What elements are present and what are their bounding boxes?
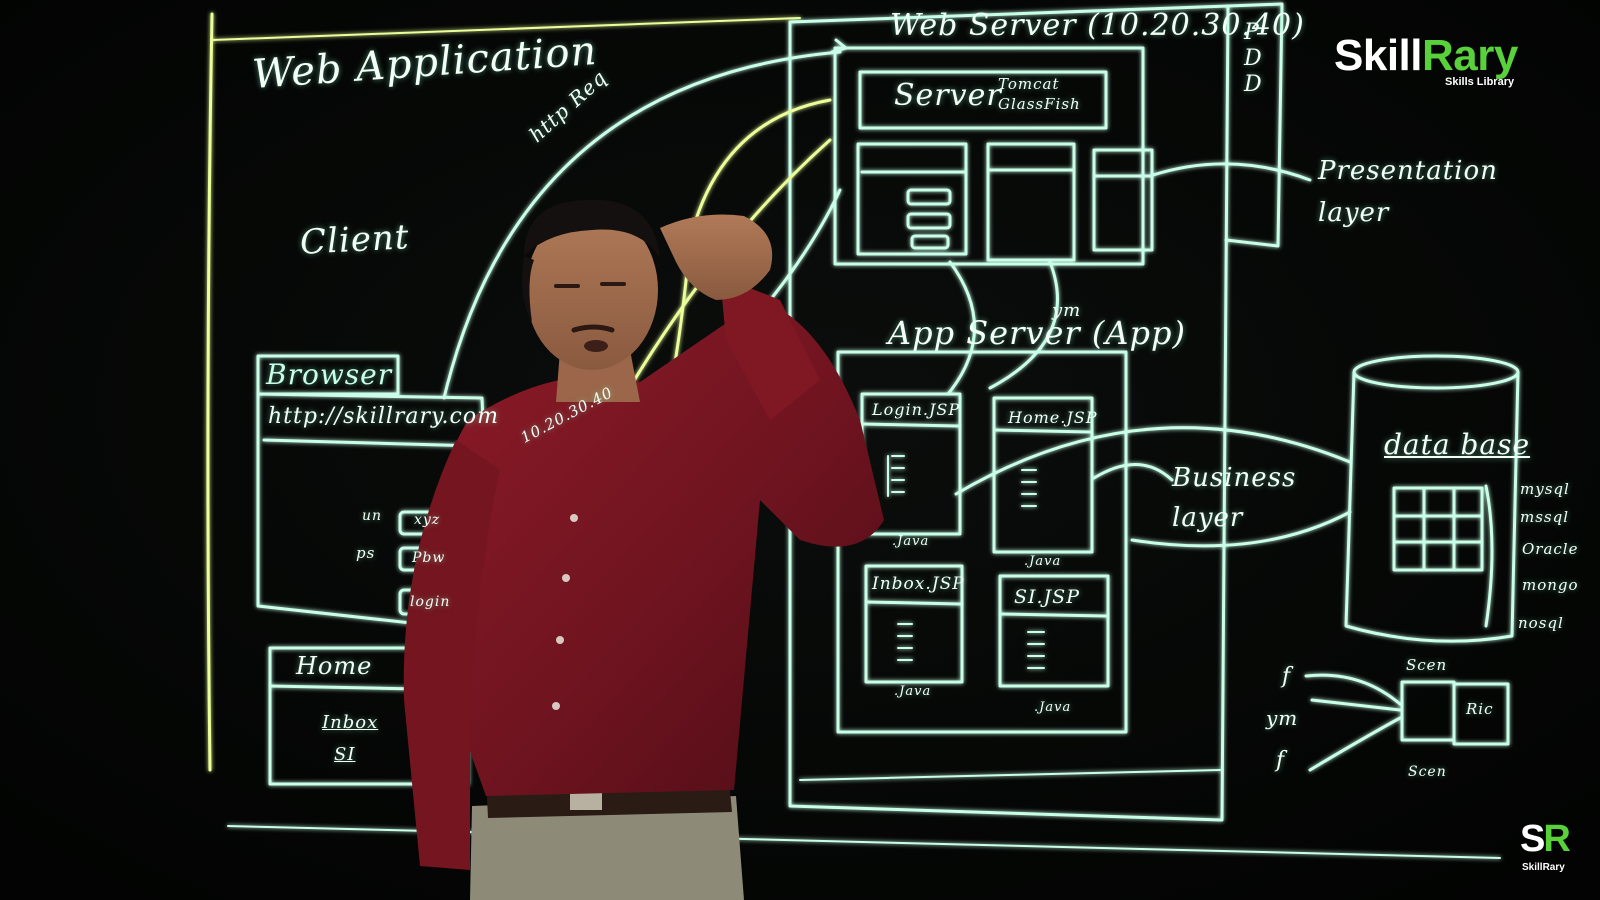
db-vendor-mssql: mssql (1520, 508, 1570, 526)
url-text: http://skillrary.com (268, 404, 499, 429)
jsp-page-login: Login.JSP (872, 400, 961, 419)
server-examples: Tomcat GlassFish (998, 75, 1081, 113)
server-box-label: Server (894, 78, 1002, 113)
mini-sketch-right: Ric (1466, 700, 1494, 718)
web-server-title: Web Server (10.20.30.40) (890, 8, 1305, 43)
presentation-layer-label: Presentation layer (1318, 156, 1498, 228)
jsp-page-si: SI.JSP (1014, 586, 1080, 608)
home-link-inbox: Inbox (322, 712, 379, 733)
mini-sketch-bottom: Scen (1408, 764, 1447, 780)
java-label-home: .Java (1024, 554, 1062, 569)
business-layer-label: Business layer (1172, 463, 1297, 533)
logo-text-skill: Skill (1334, 31, 1423, 80)
presenter (403, 199, 884, 900)
skillrary-logo: SkillRary (1334, 31, 1518, 81)
field-value-2: Pbw (412, 550, 446, 566)
db-vendor-mongo: mongo (1522, 576, 1579, 594)
java-label-si: .Java (1034, 700, 1072, 715)
un-label: un (362, 508, 383, 524)
corner-logo-subtitle: SkillRary (1522, 862, 1565, 873)
jsp-page-home: Home.JSP (1008, 408, 1098, 427)
mini-sketch-left-2: ym (1266, 706, 1299, 730)
browser-label: Browser (266, 358, 393, 391)
field-value-1: xyz (414, 512, 441, 528)
java-label-login: .Java (892, 534, 930, 549)
home-label: Home (296, 652, 373, 680)
db-vendor-mysql: mysql (1520, 480, 1570, 498)
corner-mark-r: R (1543, 818, 1570, 860)
jsp-page-inbox: Inbox.JSP (872, 574, 965, 594)
client-label: Client (299, 217, 411, 263)
java-label-inbox: .Java (894, 684, 932, 699)
logo-tagline: Skills Library (1445, 76, 1515, 88)
ym-note: ym (1052, 300, 1082, 321)
login-button-sketch: login (410, 594, 451, 610)
corner-sr-logo: SR (1520, 818, 1571, 861)
db-vendor-nosql: nosql (1518, 614, 1564, 632)
app-server-title: App Server (App) (888, 314, 1186, 352)
database-label: data base (1384, 428, 1531, 461)
db-vendor-oracle: Oracle (1522, 540, 1579, 558)
mini-sketch-top: Scen (1406, 656, 1448, 674)
mini-sketch-left-3: f (1276, 748, 1286, 773)
ps-label: ps (356, 544, 376, 562)
pdd-label: PDD (1244, 20, 1263, 97)
home-link-si: SI (334, 744, 356, 765)
mini-sketch-left-1: f (1282, 664, 1292, 689)
logo-text-rary: Rary (1422, 31, 1518, 80)
corner-mark-s: S (1520, 818, 1545, 860)
